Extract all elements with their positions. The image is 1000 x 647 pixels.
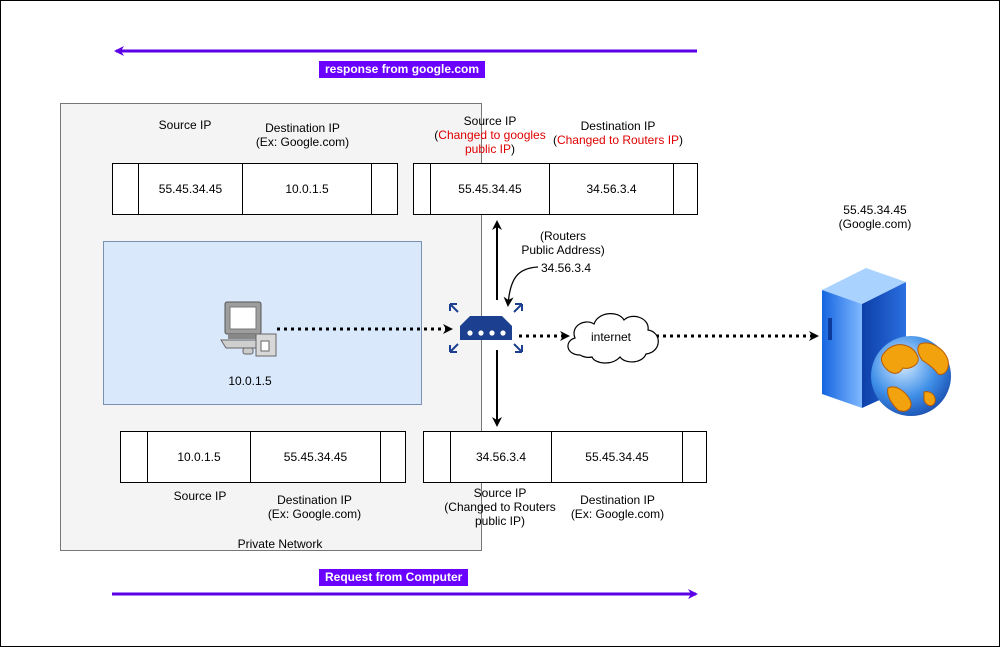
public-ip-pointer	[503, 266, 539, 307]
local-lan-box	[103, 241, 422, 405]
inbound-private-packet: 55.45.34.45 10.0.1.5	[112, 163, 398, 215]
inbound-private-dest-label: Destination IP (Ex: Google.com)	[255, 121, 350, 149]
computer-ip-label: 10.0.1.5	[228, 374, 272, 388]
inbound-public-dest-label: Destination IP (Changed to Routers IP)	[552, 119, 684, 147]
outbound-private-source-label: Source IP	[173, 489, 227, 503]
private-network-label: Private Network	[237, 537, 323, 551]
router-public-address-label: (Routers Public Address)	[521, 229, 605, 257]
response-flow-label: response from google.com	[319, 61, 486, 78]
packet-dest-ip: 55.45.34.45	[251, 432, 381, 482]
server-label: 55.45.34.45 (Google.com)	[838, 203, 912, 231]
inbound-public-packet: 55.45.34.45 34.56.3.4	[413, 163, 698, 215]
globe-icon	[871, 336, 951, 416]
cloud-icon	[567, 313, 659, 364]
router-icon	[449, 303, 523, 353]
inbound-private-source-label: Source IP	[158, 118, 212, 132]
internet-label: internet	[590, 330, 632, 344]
computer-icon	[220, 301, 277, 357]
packet-source-ip: 55.45.34.45	[139, 164, 243, 214]
packet-source-ip: 55.45.34.45	[431, 164, 550, 214]
outbound-public-source-label: Source IP (Changed to Routers public IP)	[444, 486, 556, 528]
request-flow-label: Request from Computer	[319, 569, 469, 586]
packet-source-ip: 10.0.1.5	[148, 432, 251, 482]
packet-dest-ip: 10.0.1.5	[243, 164, 372, 214]
outbound-private-dest-label: Destination IP (Ex: Google.com)	[267, 493, 362, 521]
packet-dest-ip: 55.45.34.45	[552, 432, 683, 482]
packet-dest-ip: 34.56.3.4	[550, 164, 674, 214]
outbound-public-packet: 34.56.3.4 55.45.34.45	[423, 431, 707, 483]
packet-source-ip: 34.56.3.4	[451, 432, 552, 482]
outbound-public-dest-label: Destination IP (Ex: Google.com)	[570, 493, 665, 521]
inbound-public-source-label: Source IP (Changed to googles public IP)	[434, 114, 546, 156]
outbound-private-packet: 10.0.1.5 55.45.34.45	[120, 431, 406, 483]
router-public-ip: 34.56.3.4	[540, 261, 592, 275]
